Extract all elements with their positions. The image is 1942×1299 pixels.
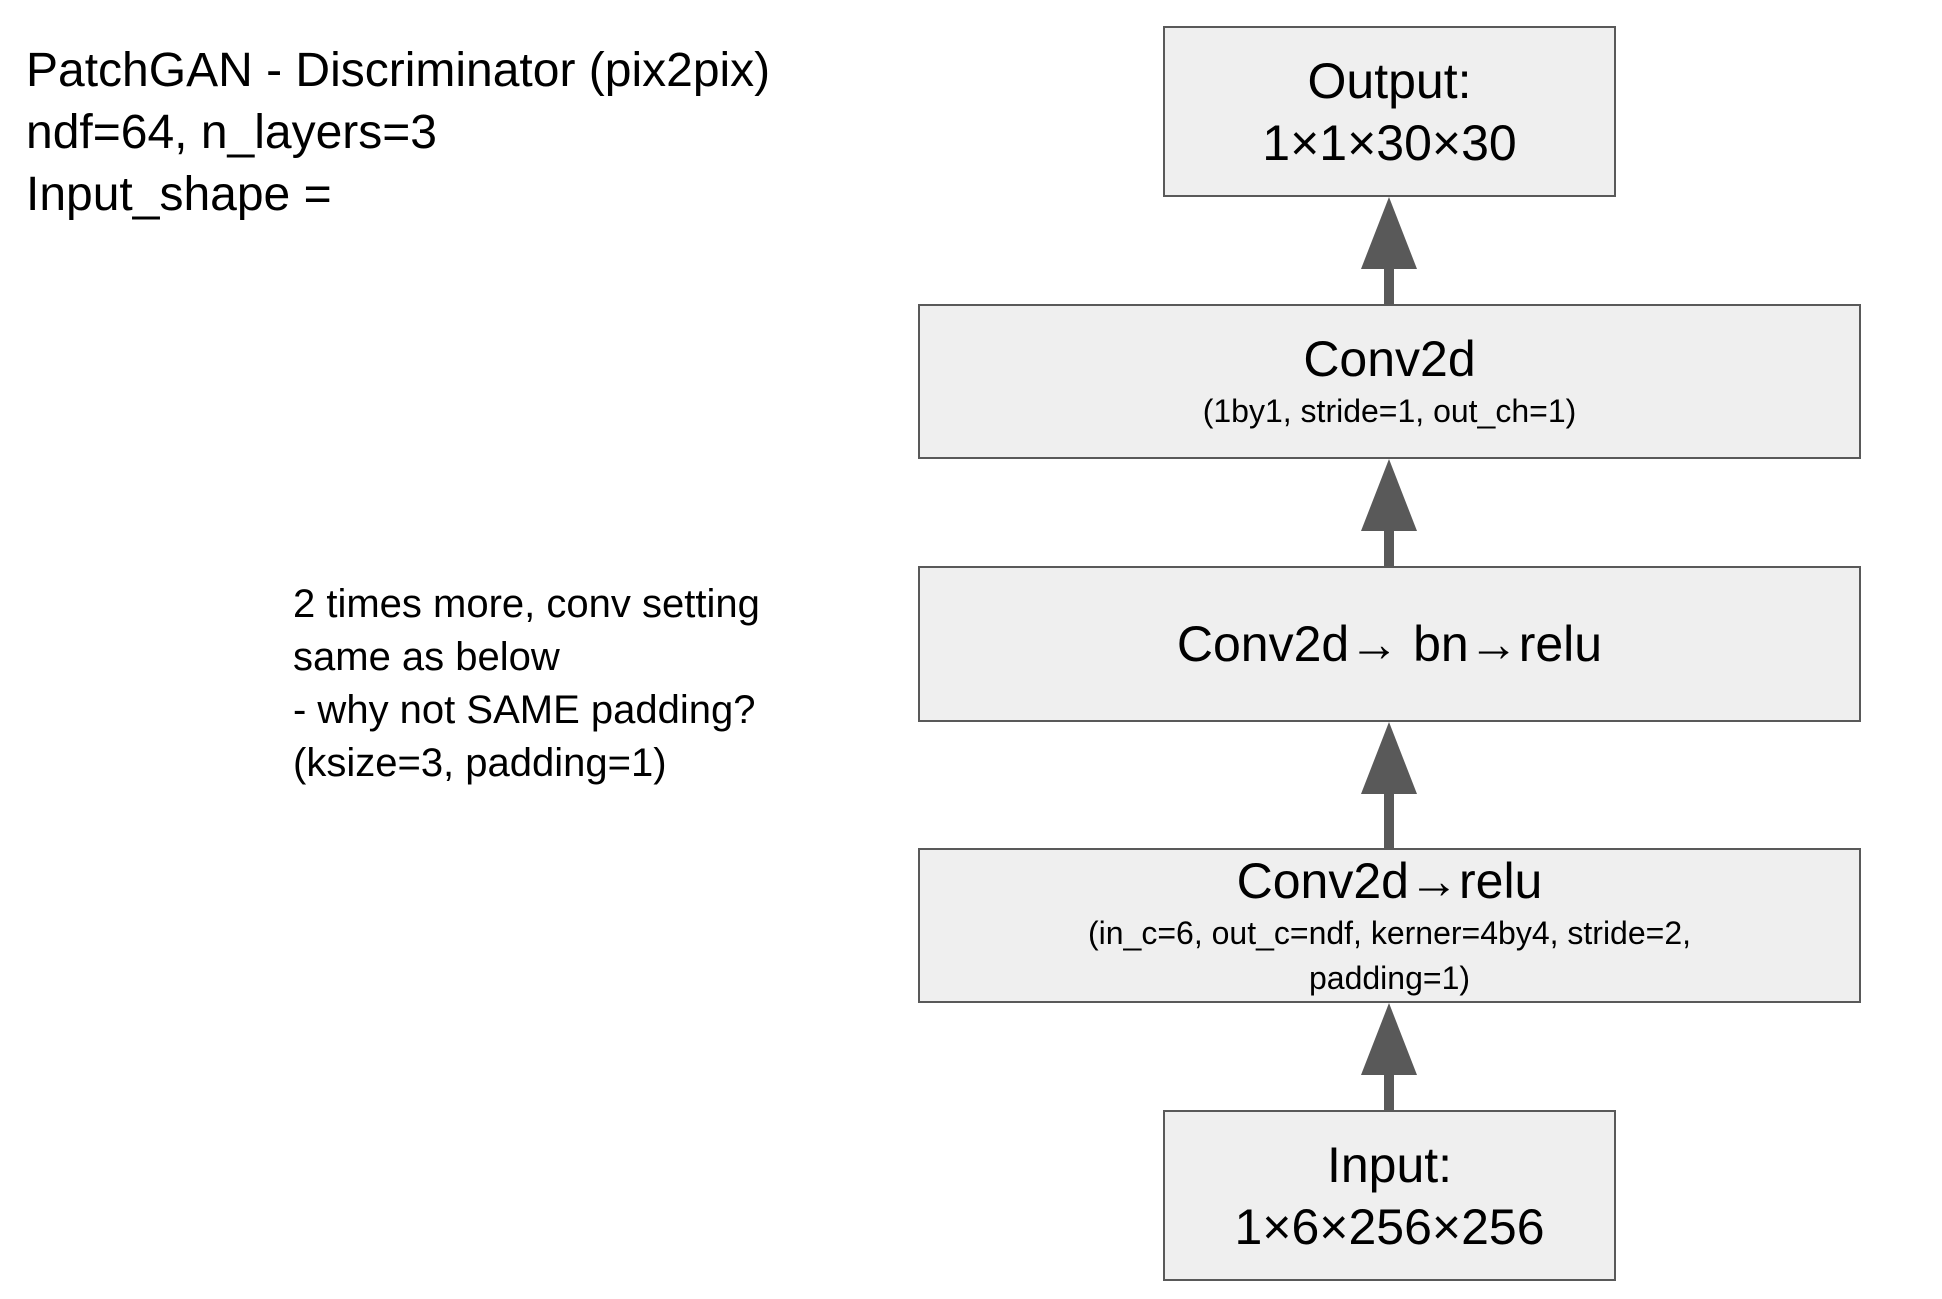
input-shape: 1×6×256×256 [1234,1198,1545,1255]
arrow-convbn-to-conv1x1 [1361,459,1417,566]
note-line-2: same as below [293,635,560,679]
title-line-1: PatchGAN - Discriminator (pix2pix) [26,44,771,97]
note-line-1: 2 times more, conv setting [293,582,760,626]
output-box: Output: 1×1×30×30 [1163,26,1616,197]
conv2d-relu-params: (in_c=6, out_c=ndf, kerner=4by4, stride=… [1087,914,1692,996]
conv2d-relu-box: Conv2d→relu (in_c=6, out_c=ndf, kerner=4… [918,848,1861,1003]
arrow-conv1x1-to-output [1361,197,1417,304]
input-box: Input: 1×6×256×256 [1163,1110,1616,1281]
conv2d-1x1-box: Conv2d (1by1, stride=1, out_ch=1) [918,304,1861,459]
conv2d-bn-relu-box: Conv2d→ bn→relu [918,566,1861,722]
title-line-3: Input_shape = [26,168,332,221]
arrow-convrelu-to-convbn [1361,722,1417,848]
conv2d-bn-relu-title: Conv2d→ bn→relu [1176,616,1603,672]
conv2d-relu-title: Conv2d→relu [1236,852,1543,909]
output-shape: 1×1×30×30 [1262,114,1517,171]
title-line-2: ndf=64, n_layers=3 [26,106,437,159]
conv2d-1x1-title: Conv2d [1303,331,1476,387]
arrow-input-to-convrelu [1361,1003,1417,1110]
note-line-3: - why not SAME padding? [293,688,756,732]
diagram-title: PatchGAN - Discriminator (pix2pix) ndf=6… [26,40,770,226]
conv2d-1x1-params: (1by1, stride=1, out_ch=1) [1202,393,1577,429]
note-line-4: (ksize=3, padding=1) [293,741,667,785]
side-note: 2 times more, conv setting same as below… [293,578,760,790]
output-label: Output: [1307,52,1472,109]
input-label: Input: [1326,1136,1453,1193]
